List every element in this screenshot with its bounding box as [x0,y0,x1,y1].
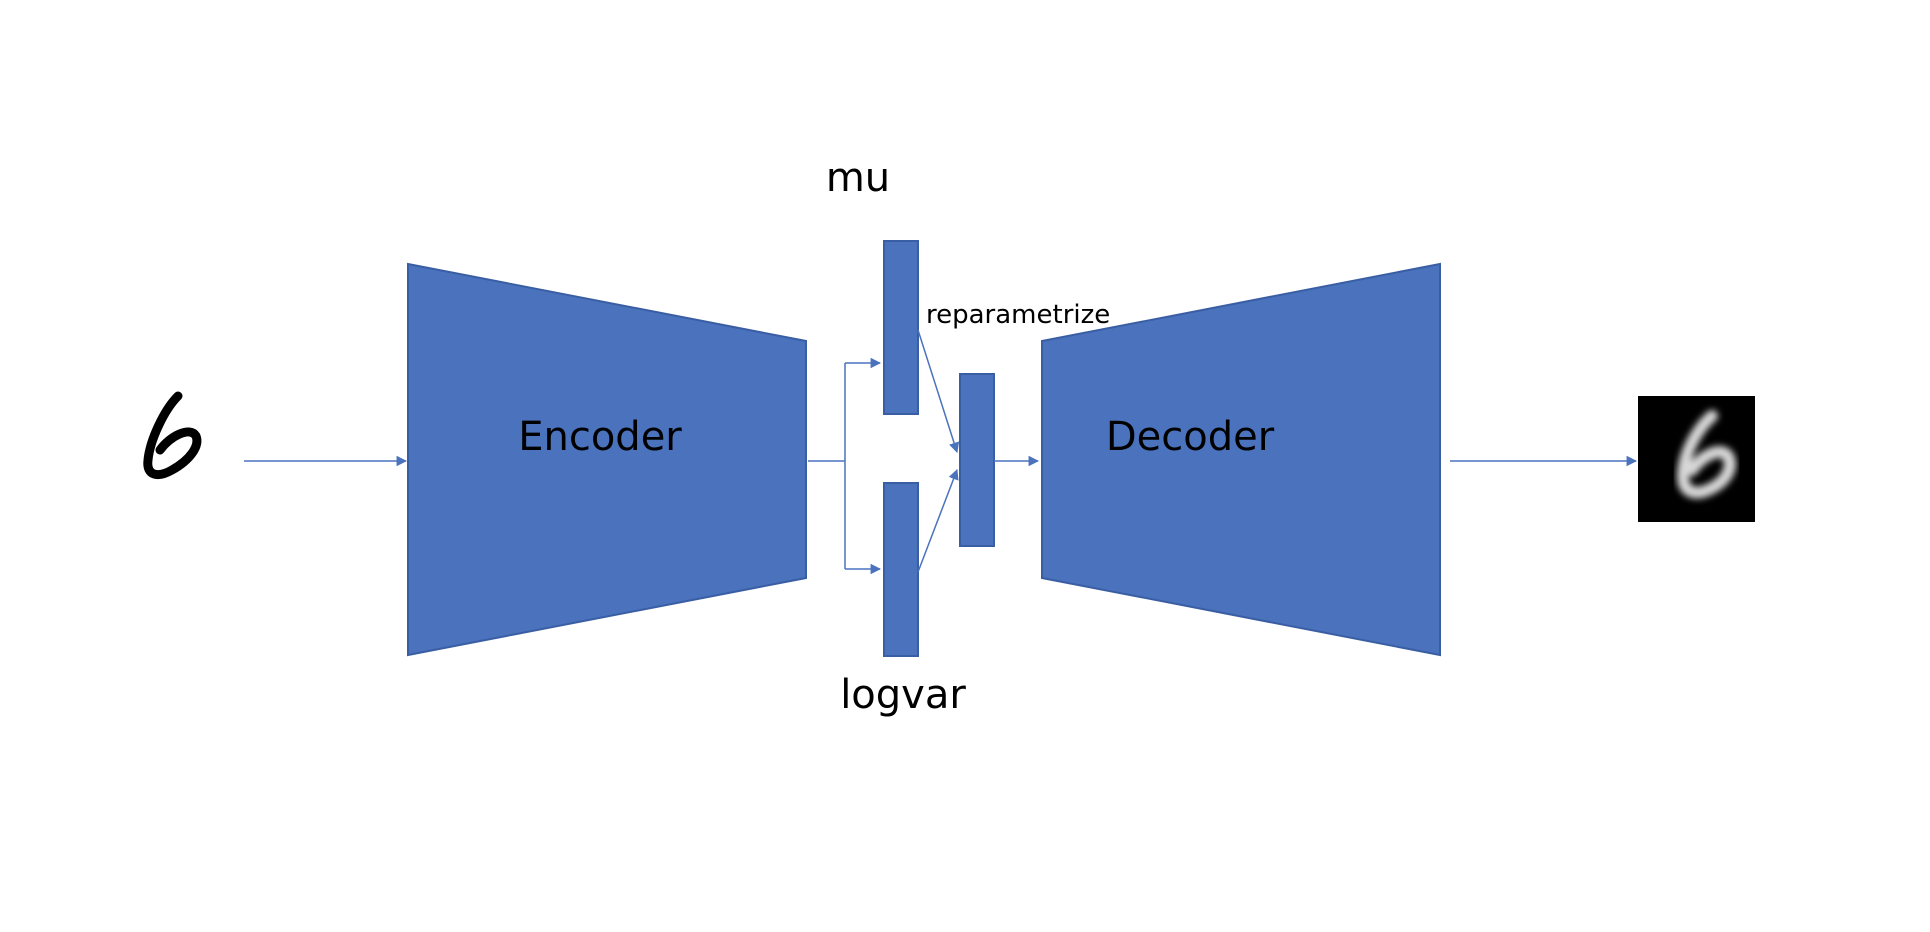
reparametrize-connector [917,329,960,573]
encoder-label: Encoder [518,414,682,460]
latent-bar [959,373,995,547]
decoder-block [1041,262,1441,657]
input-digit-image [143,391,202,480]
logvar-label: logvar [840,672,966,718]
logvar-bar [883,482,919,657]
reparametrize-label: reparametrize [926,300,1110,330]
output-digit-image [1638,396,1755,522]
mu-label: mu [826,155,890,201]
encoder-block [407,262,807,657]
split-connector [808,357,882,575]
mu-bar [883,240,919,415]
decoder-label: Decoder [1106,414,1275,460]
